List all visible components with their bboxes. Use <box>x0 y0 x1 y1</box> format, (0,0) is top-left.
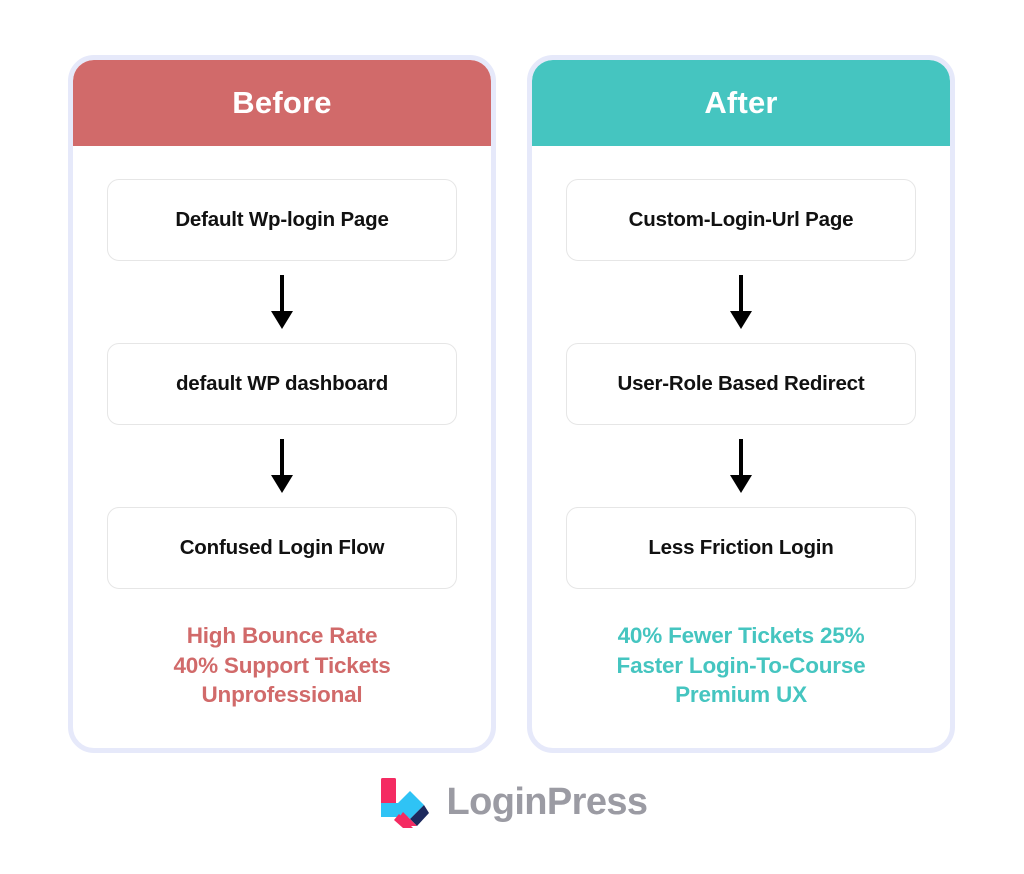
step-box-before-2[interactable]: default WP dashboard <box>107 343 457 425</box>
step-box-before-3[interactable]: Confused Login Flow <box>107 507 457 589</box>
panel-after-header: After <box>532 60 950 146</box>
step-label-after-2: User-Role Based Redirect <box>617 372 865 395</box>
outcome-item-before-1: High Bounce Rate <box>186 623 378 648</box>
outcome-item-before-2: 40% Support Tickets <box>173 652 391 678</box>
step-label-after-1: Custom-Login-Url Page <box>628 208 854 231</box>
panel-after: After Custom-Login-Url Page User-Role Ba… <box>527 55 955 753</box>
outcome-item-after-2: Faster Login-To-Course <box>616 652 866 678</box>
step-box-after-3[interactable]: Less Friction Login <box>566 507 916 589</box>
outcome-list-before: High Bounce Rate 40% Support Tickets Unp… <box>167 621 396 710</box>
arrow-down-icon <box>269 425 295 507</box>
step-label-before-3: Confused Login Flow <box>179 536 385 559</box>
step-label-after-3: Less Friction Login <box>648 536 834 559</box>
step-box-after-2[interactable]: User-Role Based Redirect <box>566 343 916 425</box>
step-label-before-2: default WP dashboard <box>175 372 389 395</box>
brand-wordmark: LoginPress <box>446 780 649 823</box>
outcome-item-after-1: 40% Fewer Tickets 25% <box>617 623 865 648</box>
panel-before: Before Default Wp-login Page default WP … <box>68 55 496 753</box>
arrow-down-icon <box>269 261 295 343</box>
brand-footer: LoginPress <box>0 775 1024 829</box>
step-label-before-1: Default Wp-login Page <box>175 208 389 231</box>
step-box-before-1[interactable]: Default Wp-login Page <box>107 179 457 261</box>
arrow-down-icon <box>728 261 754 343</box>
outcome-item-after-3: Premium UX <box>675 682 807 708</box>
step-box-after-1[interactable]: Custom-Login-Url Page <box>566 179 916 261</box>
panel-before-body: Default Wp-login Page default WP dashboa… <box>73 146 491 710</box>
loginpress-logo-icon <box>377 775 431 829</box>
panel-before-header: Before <box>73 60 491 146</box>
outcome-item-before-3: Unprofessional <box>201 682 363 708</box>
outcome-list-after: 40% Fewer Tickets 25% Faster Login-To-Co… <box>611 621 872 710</box>
panel-after-body: Custom-Login-Url Page User-Role Based Re… <box>532 146 950 710</box>
panel-after-title: After <box>704 85 778 120</box>
panel-before-title: Before <box>232 85 332 120</box>
arrow-down-icon <box>728 425 754 507</box>
